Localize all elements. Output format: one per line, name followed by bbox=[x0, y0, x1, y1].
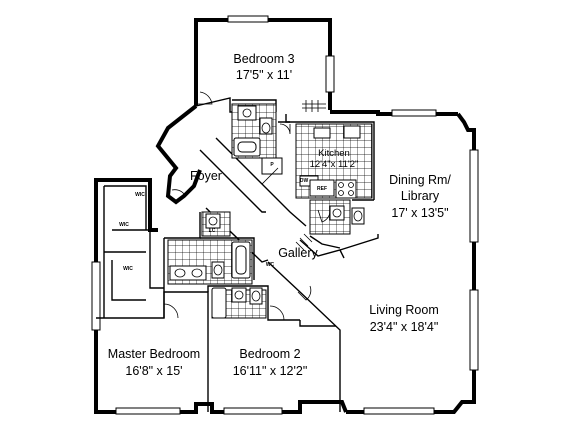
room-size-bedroom3: 17'5" x 11' bbox=[236, 68, 292, 82]
room-size-dining: 17' x 13'5" bbox=[391, 206, 448, 220]
toilet-top bbox=[259, 117, 273, 135]
room-size-bedroom2: 16'11" x 12'2" bbox=[233, 364, 308, 378]
room-name-kitchen: Kitchen bbox=[318, 148, 350, 159]
fridge bbox=[309, 179, 335, 197]
wc-toilet bbox=[351, 207, 365, 225]
closet-tags: WIC WIC WIC WC LC P REF DW bbox=[119, 162, 327, 272]
room-name-living: Living Room bbox=[369, 303, 438, 317]
wic-tag: WIC bbox=[135, 192, 145, 198]
wic-tag: WIC bbox=[123, 266, 133, 272]
vent-ticks bbox=[295, 100, 326, 251]
room-name-foyer: Foyer bbox=[190, 169, 222, 183]
outer-walls bbox=[94, 18, 476, 414]
room-name-bedroom3: Bedroom 3 bbox=[233, 52, 294, 66]
fixtures bbox=[163, 91, 365, 321]
wic-tag: WIC bbox=[119, 222, 129, 228]
room-labels: Bedroom 3 17'5" x 11' Kitchen 12'4"x 11'… bbox=[108, 52, 452, 378]
room-size-kitchen: 12'4"x 11'2" bbox=[310, 159, 359, 170]
powder-sink bbox=[205, 213, 221, 229]
master-vanity bbox=[169, 265, 207, 281]
room-size-living: 23'4" x 18'4" bbox=[370, 320, 439, 334]
kitchen-sink-2 bbox=[343, 125, 361, 139]
room-name-dining: Dining Rm/ bbox=[389, 173, 451, 187]
room-name-bedroom2: Bedroom 2 bbox=[239, 347, 300, 361]
windows bbox=[91, 15, 479, 415]
room-name-dining-2: Library bbox=[401, 189, 440, 203]
lc-tag: LC bbox=[209, 228, 216, 234]
sink-2 bbox=[231, 287, 247, 303]
dw-tag: DW bbox=[300, 178, 309, 184]
room-size-master: 16'8" x 15' bbox=[125, 364, 182, 378]
sink-top bbox=[237, 105, 257, 121]
fridge-tag: REF bbox=[317, 186, 327, 192]
stove bbox=[335, 179, 357, 199]
bathtub-2 bbox=[211, 287, 227, 319]
doors bbox=[163, 91, 331, 321]
wc-tag: WC bbox=[266, 262, 275, 268]
stairs bbox=[245, 167, 279, 185]
wc-sink bbox=[329, 205, 345, 221]
kitchen-sink bbox=[313, 127, 331, 139]
toilet-2 bbox=[249, 287, 263, 305]
room-name-gallery: Gallery bbox=[278, 246, 318, 260]
room-name-master: Master Bedroom bbox=[108, 347, 200, 361]
toilet-master bbox=[211, 261, 225, 279]
pantry-tag: P bbox=[270, 162, 274, 168]
